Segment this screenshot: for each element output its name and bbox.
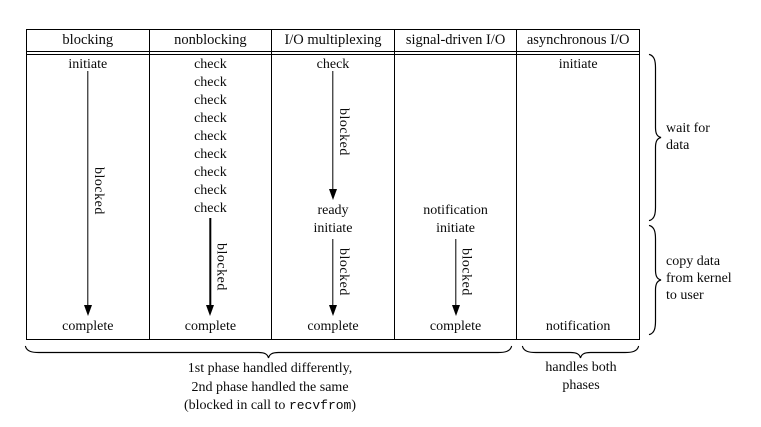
handles-both-note: handles both phases [545, 360, 617, 393]
column-blocking: blocking initiate blocked complete [27, 30, 150, 339]
copy-data-note: copy data from kernel to user [666, 254, 732, 303]
handles-both-brace [521, 345, 640, 359]
step-complete: complete [307, 319, 359, 334]
step-notification: notification [423, 203, 488, 218]
column-io-multiplexing: I/O multiplexing check blocked ready ini… [272, 30, 395, 339]
blocked-label: blocked [335, 248, 351, 296]
blocking-arrow [83, 71, 93, 316]
step-check: check [194, 201, 227, 216]
step-complete: complete [184, 319, 237, 334]
step-check: check [194, 147, 227, 162]
signal-driven-copy-arrow [451, 239, 461, 316]
column-signal-driven: signal-driven I/O notification initiate … [394, 30, 518, 339]
io-models-table: blocking initiate blocked complete nonbl… [26, 29, 640, 340]
step-notification: notification [545, 319, 611, 334]
column-header-io-multiplexing: I/O multiplexing [272, 30, 394, 55]
multiplexing-wait-arrow [328, 71, 338, 200]
arrowhead-icon [328, 305, 337, 316]
arrowhead-icon [328, 189, 337, 200]
wait-for-data-brace [648, 53, 662, 222]
step-check: check [194, 129, 227, 144]
arrowhead-icon [451, 305, 460, 316]
column-header-blocking: blocking [27, 30, 149, 55]
copy-data-brace [648, 224, 662, 336]
nonblocking-arrow [205, 218, 215, 316]
step-initiate: initiate [313, 221, 353, 236]
column-header-asynchronous: asynchronous I/O [517, 30, 639, 55]
column-asynchronous: asynchronous I/O initiate notification [517, 30, 639, 339]
first-phase-note: 1st phase handled differently, 2nd phase… [183, 361, 357, 413]
step-check: check [194, 75, 227, 90]
step-check: check [316, 57, 350, 72]
step-initiate: initiate [558, 57, 598, 72]
wait-for-data-note: wait for data [666, 121, 710, 153]
step-check: check [194, 183, 227, 198]
recvfrom-code: recvfrom [288, 398, 352, 413]
column-nonblocking: nonblocking check check check check chec… [149, 30, 273, 339]
step-check: check [194, 57, 227, 72]
arrowhead-icon [206, 305, 215, 316]
step-initiate: initiate [68, 57, 108, 72]
step-check: check [194, 165, 227, 180]
step-ready: ready [317, 203, 349, 218]
column-header-signal-driven: signal-driven I/O [394, 30, 517, 55]
blocked-label: blocked [213, 243, 229, 291]
blocked-label: blocked [90, 167, 106, 215]
arrowhead-icon [83, 305, 92, 316]
step-initiate: initiate [436, 221, 476, 236]
step-check: check [194, 93, 227, 108]
blocked-label: blocked [458, 248, 474, 296]
check-list: check check check check check check chec… [150, 56, 272, 218]
step-complete: complete [62, 319, 114, 334]
column-header-nonblocking: nonblocking [149, 30, 272, 55]
multiplexing-copy-arrow [328, 239, 338, 316]
step-complete: complete [429, 319, 482, 334]
first-phase-brace [24, 345, 513, 359]
blocked-label: blocked [335, 108, 351, 156]
step-check: check [194, 111, 227, 126]
